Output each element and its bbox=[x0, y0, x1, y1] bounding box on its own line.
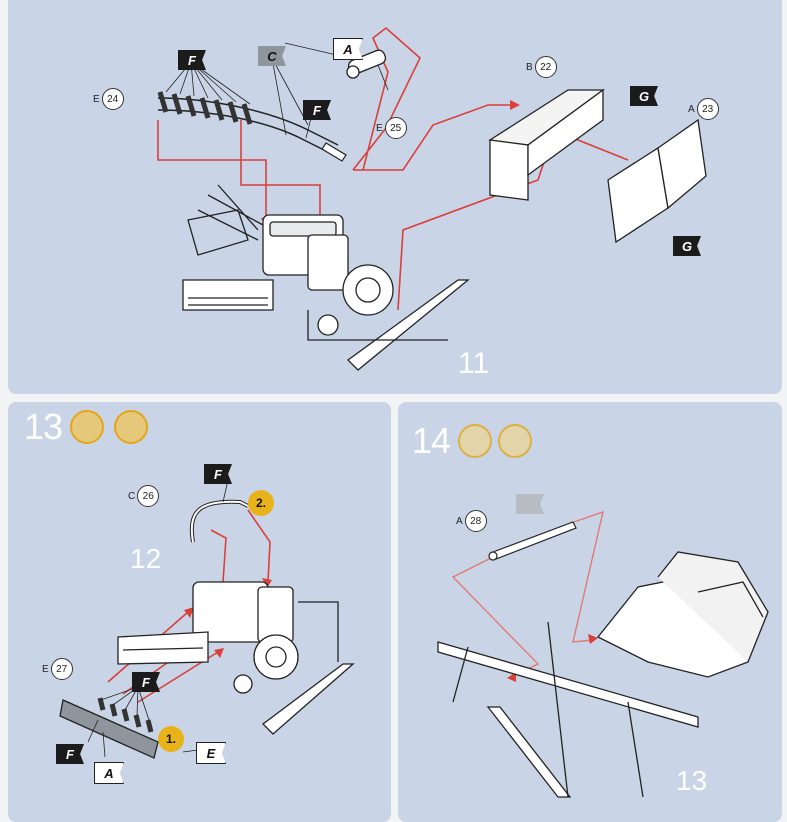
part-number: 27 bbox=[50, 658, 73, 680]
part-e25-label: E 25 bbox=[376, 117, 407, 139]
part-letter: E bbox=[93, 93, 100, 105]
paint-flag-e: E bbox=[196, 742, 226, 764]
part-number: 23 bbox=[696, 98, 719, 120]
paint-brush-icon bbox=[70, 410, 104, 444]
paint-flag-a: A bbox=[333, 38, 363, 60]
paint-brush-icon bbox=[498, 424, 532, 458]
step-12-subassembly-number: 11 bbox=[458, 347, 489, 380]
part-letter: A bbox=[688, 103, 695, 115]
step-12-panel: 11 bbox=[8, 0, 782, 394]
part-c26-label: C 26 bbox=[128, 485, 160, 507]
paint-flag-f: F bbox=[56, 744, 84, 764]
paint-flag-f: F bbox=[178, 50, 206, 70]
order-marker-1: 1. bbox=[158, 726, 184, 752]
step-13-illustration: 12 bbox=[59, 479, 355, 759]
part-number: 22 bbox=[534, 56, 557, 78]
step-number: 13 bbox=[24, 406, 63, 447]
step-14-panel: 14 13 A bbox=[398, 402, 782, 822]
part-letter: B bbox=[526, 61, 533, 73]
paint-flag-a: A bbox=[94, 762, 124, 784]
order-marker-2: 2. bbox=[248, 490, 274, 516]
paint-flag-g: G bbox=[673, 236, 701, 256]
part-letter: E bbox=[42, 663, 49, 675]
part-letter: A bbox=[456, 515, 463, 527]
paint-flag-f: F bbox=[204, 464, 232, 484]
paint-brush-icon bbox=[114, 410, 148, 444]
step-14-subassembly-number: 13 bbox=[676, 765, 707, 796]
part-number: 28 bbox=[464, 510, 487, 532]
part-a28-label: A 28 bbox=[456, 510, 487, 532]
part-a23-label: A 23 bbox=[688, 98, 719, 120]
part-e27-label: E 27 bbox=[42, 658, 73, 680]
part-letter: E bbox=[376, 122, 383, 134]
paint-brush-icon bbox=[458, 424, 492, 458]
paint-flag-faded bbox=[516, 494, 544, 514]
step-13-panel: 13 bbox=[8, 402, 391, 822]
part-number: 26 bbox=[137, 485, 160, 507]
paint-flag-f: F bbox=[303, 100, 331, 120]
part-number: 24 bbox=[101, 88, 124, 110]
paint-flag-c: C bbox=[258, 46, 286, 66]
step-13-subassembly-number: 12 bbox=[130, 543, 161, 574]
paint-flag-f: F bbox=[132, 672, 160, 692]
part-number: 25 bbox=[384, 117, 407, 139]
step-14-illustration: 13 bbox=[437, 510, 769, 798]
paint-flag-g: G bbox=[630, 86, 658, 106]
part-b22-label: B 22 bbox=[526, 56, 557, 78]
step-12-illustration: 11 bbox=[157, 26, 707, 380]
part-letter: C bbox=[128, 490, 136, 502]
step-number: 14 bbox=[412, 420, 451, 461]
part-e24-label: E 24 bbox=[93, 88, 124, 110]
